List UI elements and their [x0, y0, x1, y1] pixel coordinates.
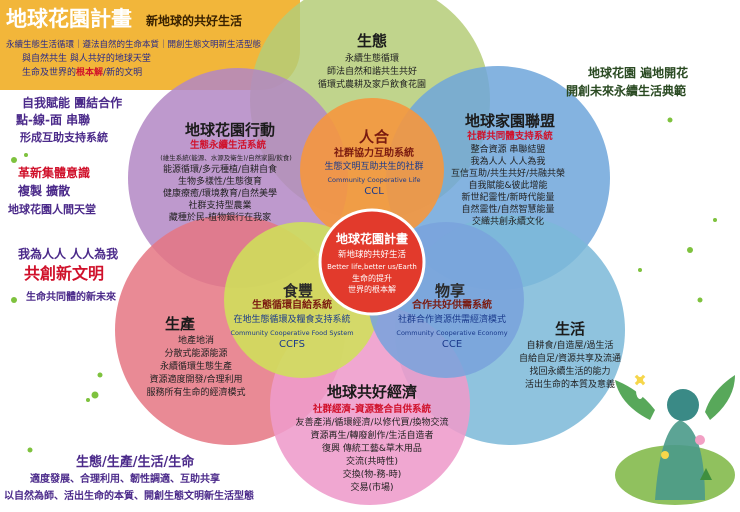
action-line-4: 社群支持型農業	[188, 201, 252, 211]
inner-people	[300, 98, 444, 242]
center-title: 地球花園計畫	[335, 232, 409, 246]
economy-title: 地球共好經濟	[326, 383, 418, 401]
economy-line-3: 復興 傳統工藝&草木用品	[322, 444, 422, 454]
leaf-decorations	[11, 117, 717, 453]
production-line-4: 資源適度開發/合理利用	[149, 375, 243, 385]
right-line-2: 開創未來永續生活典範	[566, 84, 687, 98]
living-line-3: 找回永續生活的能力	[529, 367, 611, 377]
bottom-line-3: 以自然為師、活出生命的本質、開創生態文明新生活型態	[4, 491, 254, 502]
alliance-line-4: 自我賦能&彼此增能	[468, 181, 548, 191]
economy-sub: 社群經濟-資源整合自供系統	[313, 404, 431, 415]
header-line-2: 與自然共生 與人共好的地球天堂	[22, 54, 151, 64]
left-line-2: 點-線-面 串聯	[16, 113, 91, 127]
alliance-title: 地球家園聯盟	[464, 112, 556, 130]
goods-sub: 合作共好供需系統	[412, 300, 492, 311]
living-line-1: 自耕食/自造屋/過生活	[526, 341, 614, 351]
people-en: Community Cooperative Life	[327, 176, 421, 184]
ecology-line-2: 師法自然和諧共生共好	[326, 67, 418, 77]
living-line-2: 自給自足/資源共享及流通	[518, 354, 622, 364]
alliance-line-7: 交織共創永續文化	[471, 217, 545, 227]
left-line-4: 革新集體意識	[18, 166, 91, 180]
bottom-line-1: 生態/生產/生活/生命	[76, 455, 195, 470]
food-line: 在地生態循環及糧食支持系統	[233, 315, 351, 325]
alliance-line-3: 互信互助/共生共好/共融共榮	[450, 169, 566, 179]
header-line-1: 永續生態生活循環｜遵法自然的生命本質｜開創生態文明新生活型態	[6, 40, 262, 50]
production-line-5: 服務所有生命的經濟模式	[146, 388, 246, 398]
production-line-2: 分散式能源能源	[164, 349, 228, 359]
left-line-7: 我為人人 人人為我	[18, 247, 119, 261]
center-line-2: 世界的根本解	[348, 285, 396, 294]
food-sub: 生態循環自給系統	[252, 300, 332, 311]
alliance-line-6: 自然靈性/自然智慧能量	[461, 205, 555, 215]
economy-line-5: 交換(物-務-時)	[342, 470, 402, 480]
production-title: 生產	[164, 315, 196, 333]
food-code: CCFS	[279, 339, 305, 350]
center-line-1: 生命的提升	[352, 274, 392, 283]
people-line: 生態文明互助共生的社群	[324, 162, 424, 172]
center-sub: 新地球的共好生活	[337, 250, 407, 260]
center-en: Better life,better us/Earth	[327, 263, 417, 271]
root-solution-text: 根本解	[76, 68, 104, 78]
ecology-line-3: 循環式農耕及家戶飲食花園	[317, 80, 427, 90]
alliance-line-2: 我為人人 人人為我	[470, 157, 546, 167]
alliance-sub: 社群共同體支持系統	[467, 131, 553, 142]
action-note: (維生系統(能源、水源及衛生)/自然家園/飲食)	[160, 154, 292, 162]
bottom-line-2: 適度發展、合理利用、韌性調適、互助共享	[30, 474, 220, 485]
food-title: 食豐	[282, 282, 314, 300]
left-line-1: 自我賦能 團結合作	[22, 96, 123, 110]
ecology-line-1: 永續生態循環	[344, 54, 400, 64]
ecology-title: 生態	[356, 32, 388, 50]
action-title: 地球花園行動	[184, 121, 276, 139]
goods-code: CCE	[441, 339, 463, 350]
economy-line-4: 交流(共時性)	[345, 457, 399, 467]
economy-line-6: 交易(市場)	[350, 483, 394, 493]
action-line-2: 生物多樣性/生態復育	[177, 177, 263, 187]
production-line-1: 地產地消	[177, 336, 215, 346]
header-subtitle: 新地球的共好生活	[146, 14, 243, 28]
alliance-line-1: 整合資源 串聯結盟	[470, 145, 546, 155]
action-line-3: 健康療癒/環境教育/自然美學	[162, 189, 278, 199]
left-line-5: 複製 擴散	[18, 184, 71, 198]
left-line-8: 共創新文明	[24, 264, 105, 283]
right-line-1: 地球花園 遍地開花	[588, 66, 689, 80]
economy-line-2: 資源再生/轉廢創作/生活自造者	[310, 431, 434, 441]
economy-line-1: 友善產消/循環經濟/以修代買/換物交流	[295, 418, 449, 428]
earth-goddess-illustration	[615, 361, 735, 505]
people-title: 人合	[358, 128, 390, 146]
left-line-3: 形成互助支持系統	[20, 131, 108, 144]
action-line-1: 能源循環/多元種植/自耕自食	[162, 165, 278, 175]
living-line-4: 活出生命的本質及意義	[524, 380, 616, 390]
header-title: 地球花園計畫	[6, 7, 132, 31]
goods-line: 社群合作資源供需經濟模式	[397, 315, 507, 325]
production-line-3: 永續循環生態生產	[159, 362, 233, 372]
header-line-3: 生命及世界的根本解/新的文明	[22, 68, 143, 78]
goods-en: Community Cooperative Economy	[396, 329, 508, 337]
people-code: CCL	[364, 186, 384, 197]
action-sub: 生態永續生活系統	[189, 140, 267, 151]
goods-title: 物享	[434, 282, 466, 300]
action-line-5: 藏種於民-植物銀行在我家	[168, 213, 272, 223]
people-sub: 社群協力互助系統	[334, 148, 414, 159]
living-title: 生活	[554, 320, 586, 338]
center-circle	[318, 208, 426, 316]
left-line-9: 生命共同體的新未來	[26, 292, 116, 303]
food-en: Community Cooperative Food System	[230, 329, 354, 337]
left-line-6: 地球花園人間天堂	[8, 203, 96, 216]
alliance-line-5: 新世紀靈性/新時代能量	[461, 193, 555, 203]
